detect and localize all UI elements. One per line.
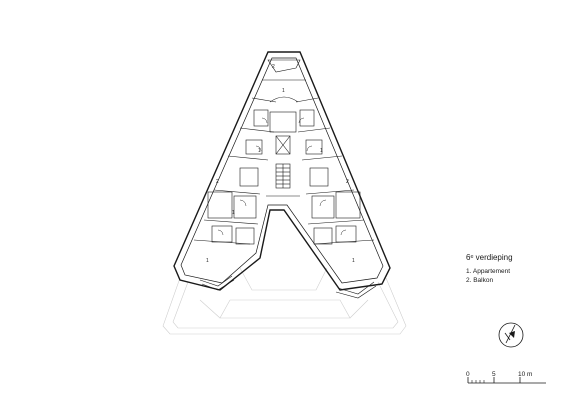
room-label: 1 <box>258 148 261 154</box>
scale-bar: 0 5 10 m <box>466 371 546 384</box>
room-labels: 1 1 1 1 1 1 2 2 2 <box>206 64 355 264</box>
central-core <box>266 111 300 197</box>
building-outline <box>173 51 391 291</box>
room-label: 2 <box>272 64 275 70</box>
door-swings <box>217 117 347 236</box>
legend-title: 6ᵉ verdieping <box>466 253 513 262</box>
balconies <box>199 59 377 299</box>
scale-tick-5: 5 <box>492 371 496 378</box>
room-label: 1 <box>352 258 355 264</box>
scale-tick-0: 0 <box>466 371 470 378</box>
room-label: 1 <box>320 148 323 154</box>
scale-tick-10: 10 m <box>518 371 532 378</box>
north-arrow-icon <box>498 322 524 348</box>
room-label: 1 <box>206 258 209 264</box>
interior-walls <box>193 79 375 245</box>
lower-floor-outline <box>162 267 407 335</box>
legend-item-appartement: 1. Appartement <box>466 268 511 275</box>
room-label: 2 <box>346 179 349 185</box>
legend-item-balkon: 2. Balkon <box>466 277 494 284</box>
room-label: 1 <box>232 210 235 216</box>
room-label: 1 <box>282 88 285 94</box>
room-label: 2 <box>216 179 219 185</box>
